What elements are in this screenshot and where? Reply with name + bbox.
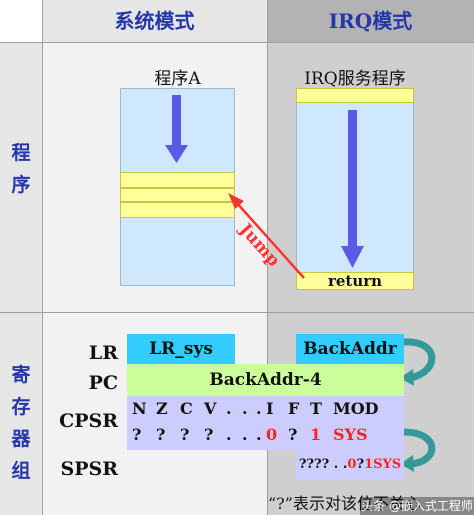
watermark: 头条 @嵌入式工程师: [360, 497, 474, 515]
spsr-unknown-bits: ???? . .: [298, 457, 348, 472]
program-row-heading: 程序: [0, 140, 42, 198]
jump-arrow: [228, 193, 305, 279]
cpsr-to-spsr-curved-arrow: [400, 428, 436, 472]
row-prog-char: 程: [11, 142, 31, 164]
cpsr-flags-cell: C: [180, 399, 193, 418]
program-a-title: 程序A: [154, 69, 201, 89]
cpsr-label: CPSR: [59, 410, 118, 432]
cpsr-values-cell: SYS: [333, 425, 368, 444]
irq-mode-heading: IRQ模式: [328, 9, 413, 33]
cpsr-values-cell: ?: [180, 425, 190, 444]
cpsr-flags-cell: .: [226, 399, 232, 418]
system-mode-header-panel: [42, 0, 267, 42]
irq-flow-arrow: [341, 110, 364, 268]
row-divider: [0, 312, 474, 313]
header-divider: [0, 42, 474, 43]
pc-label: PC: [88, 372, 118, 394]
cpsr-flags-cell: MOD: [333, 399, 379, 418]
cpsr-values-cell: 1: [310, 425, 322, 444]
row-reg-char: 寄: [11, 364, 31, 386]
lr-sys-register: LR_sys: [127, 334, 235, 364]
spsr-i-bit: 0: [347, 457, 357, 472]
cpsr-values-cell: ?: [156, 425, 166, 444]
column-divider-right: [267, 0, 268, 515]
cpsr-values-cell: 0: [266, 425, 278, 444]
pc-register: BackAddr-4: [127, 364, 404, 396]
lr-to-pc-curved-arrow: [400, 338, 436, 386]
register-row-heading: 寄存器组: [0, 362, 42, 484]
cpsr-flags-cell: F: [288, 399, 300, 418]
program-row-header-panel: [0, 42, 42, 312]
spsr-label: SPSR: [60, 458, 118, 480]
program-a-instruction-3: [120, 202, 235, 218]
lr-irq-register: BackAddr: [296, 334, 404, 364]
row-reg-char: 存: [11, 396, 31, 418]
irq-service-entry: [296, 88, 414, 103]
program-a-instruction-2: [120, 188, 235, 202]
cpsr-register: [127, 396, 404, 450]
row-reg-char: 器: [11, 428, 31, 450]
dont-care-note: “?”表示对该位不关心: [268, 494, 421, 513]
irq-return-label: return: [296, 272, 414, 290]
row-reg-char: 组: [11, 460, 31, 482]
cpsr-flags-cell: Z: [156, 399, 168, 418]
register-row-header-panel: [0, 312, 42, 515]
cpsr-values-cell: .: [256, 425, 262, 444]
spsr-register: ???? . .0?1SYS: [296, 450, 404, 480]
cpsr-flags-cell: V: [204, 399, 217, 418]
cpsr-flags-cell: .: [242, 399, 248, 418]
cpsr-values-cell: .: [226, 425, 232, 444]
row-prog-char: 序: [11, 174, 31, 196]
cpsr-flags-cell: N: [132, 399, 147, 418]
cpsr-values-cell: ?: [204, 425, 214, 444]
program-a-instruction-1: [120, 172, 235, 188]
lr-label: LR: [88, 342, 118, 364]
cpsr-values-cell: ?: [132, 425, 142, 444]
spsr-t-bit: 1: [364, 457, 374, 472]
spsr-mode: SYS: [373, 457, 402, 472]
irq-mode-header-panel: [267, 0, 474, 42]
column-divider-left: [42, 0, 43, 515]
cpsr-flags-cell: T: [310, 399, 322, 418]
cpsr-values-cell: .: [242, 425, 248, 444]
program-a-flow-arrow: [165, 95, 188, 163]
cpsr-flags-cell: .: [256, 399, 262, 418]
system-mode-heading: 系统模式: [114, 9, 195, 33]
spsr-q-bit: ?: [356, 457, 365, 472]
cpsr-values-cell: ?: [288, 425, 298, 444]
cpsr-flags-cell: I: [266, 399, 274, 418]
irq-service-title: IRQ服务程序: [304, 69, 406, 89]
